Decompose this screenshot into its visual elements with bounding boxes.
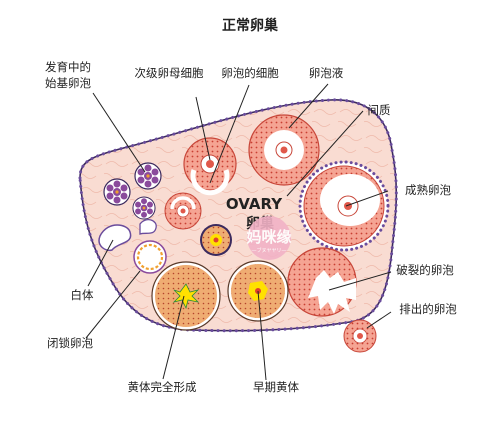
diagram-title: 正常卵巢 xyxy=(222,17,279,34)
primordial-follicle xyxy=(103,178,131,206)
label-stroma: 间质 xyxy=(368,103,391,117)
label-corpus-albicans: 白体 xyxy=(71,288,94,302)
small-follicle xyxy=(164,192,202,230)
label-follicle-cell: 卵泡的细胞 xyxy=(221,66,279,80)
ovary-label-en: OVARY xyxy=(226,195,283,213)
primordial-follicle xyxy=(134,162,162,190)
corpus-albicans xyxy=(98,218,157,252)
ovulated-follicle xyxy=(343,319,377,353)
label-follicular-fluid: 卵泡液 xyxy=(309,66,344,80)
corpus-luteum xyxy=(151,261,221,331)
label-primordial-line1: 发育中的 xyxy=(45,60,91,74)
atretic-follicle xyxy=(133,240,167,274)
label-ovulated-follicle: 排出的卵泡 xyxy=(399,302,457,316)
label-ruptured-follicle: 破裂的卵泡 xyxy=(396,263,454,277)
label-secondary-oocyte: 次级卵母细胞 xyxy=(135,66,204,80)
mature-follicle xyxy=(298,160,390,252)
label-atretic-follicle: 闭锁卵泡 xyxy=(47,336,93,350)
label-corpus-luteum: 黄体完全形成 xyxy=(128,380,197,394)
label-mature-follicle: 成熟卵泡 xyxy=(405,183,451,197)
antral-follicle xyxy=(248,114,320,186)
leader-lines xyxy=(85,83,392,381)
watermark-sub: —ブヌヤヤリ— xyxy=(251,247,286,254)
watermark-text: 妈咪缘 xyxy=(246,228,291,246)
primordial-follicles xyxy=(103,162,162,220)
ruptured-follicle xyxy=(287,247,357,317)
small-corpus-luteum xyxy=(200,224,232,256)
watermark-logo: 妈咪缘 —ブヌヤヤリ— xyxy=(246,216,292,260)
primordial-follicle xyxy=(132,196,156,220)
label-primordial-line2: 始基卵泡 xyxy=(45,76,91,90)
label-early-corpus-luteum: 早期黄体 xyxy=(253,380,299,394)
